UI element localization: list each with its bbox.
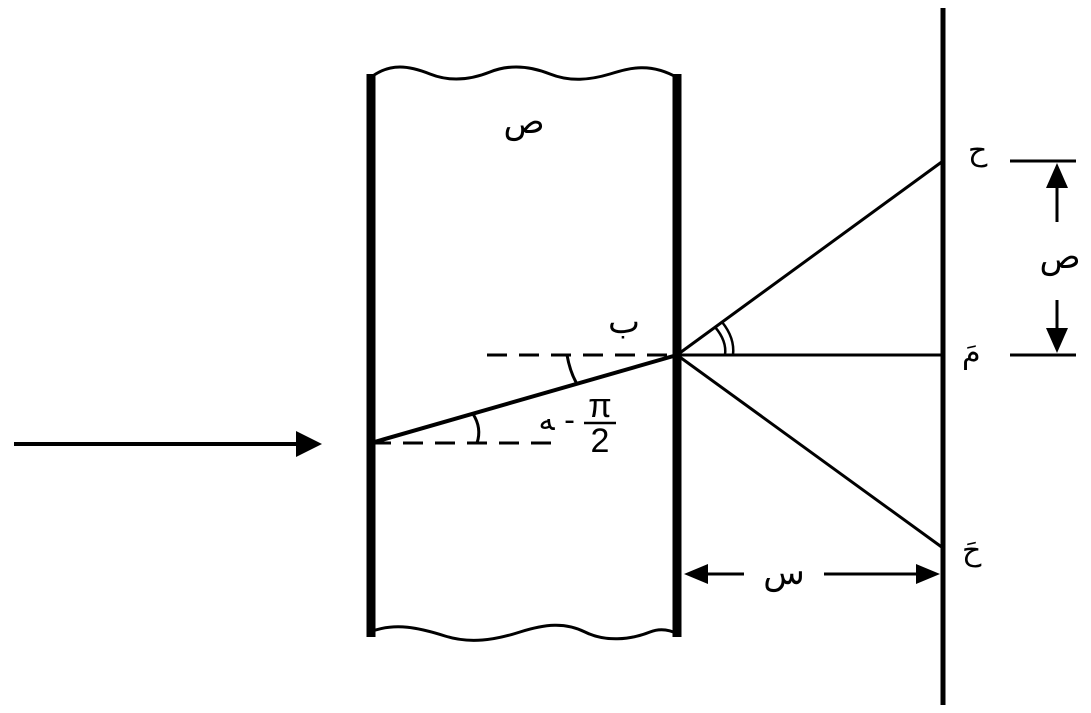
- ray-to-upper-point: [676, 159, 944, 357]
- incident-arrowhead: [296, 431, 322, 457]
- lower-point-label: حَ: [962, 533, 982, 568]
- incident-ray: [14, 431, 322, 457]
- distance-x-label: س: [763, 553, 805, 593]
- angle-arc-exit-inner: [714, 326, 727, 356]
- angle-label-numerator: π: [588, 387, 611, 425]
- plate-bottom-edge: [369, 623, 679, 642]
- refracted-ray: [370, 353, 678, 445]
- exit-point-label: ب: [608, 302, 640, 342]
- angle-arc-lower: [471, 413, 481, 444]
- angle-label-denominator: 2: [591, 422, 610, 460]
- plate-label: ص: [503, 102, 544, 142]
- angle-label-rest: ﻪ -: [539, 403, 575, 438]
- dim-arrowhead-down: [1046, 328, 1068, 353]
- dim-arrowhead-right: [916, 564, 940, 584]
- plate-top-edge: [369, 65, 679, 81]
- dim-arrowhead-up: [1046, 163, 1068, 188]
- dim-arrowhead-left: [684, 564, 708, 584]
- center-point-label: مَ: [962, 336, 981, 371]
- distance-y-label: ص: [1039, 237, 1080, 277]
- upper-point-label: ح: [968, 133, 988, 168]
- angle-arc-exit-outer: [721, 321, 735, 356]
- ray-to-lower-point: [676, 353, 944, 550]
- angle-arc-upper: [565, 354, 579, 385]
- angle-label: ﻪ - π 2: [539, 387, 616, 460]
